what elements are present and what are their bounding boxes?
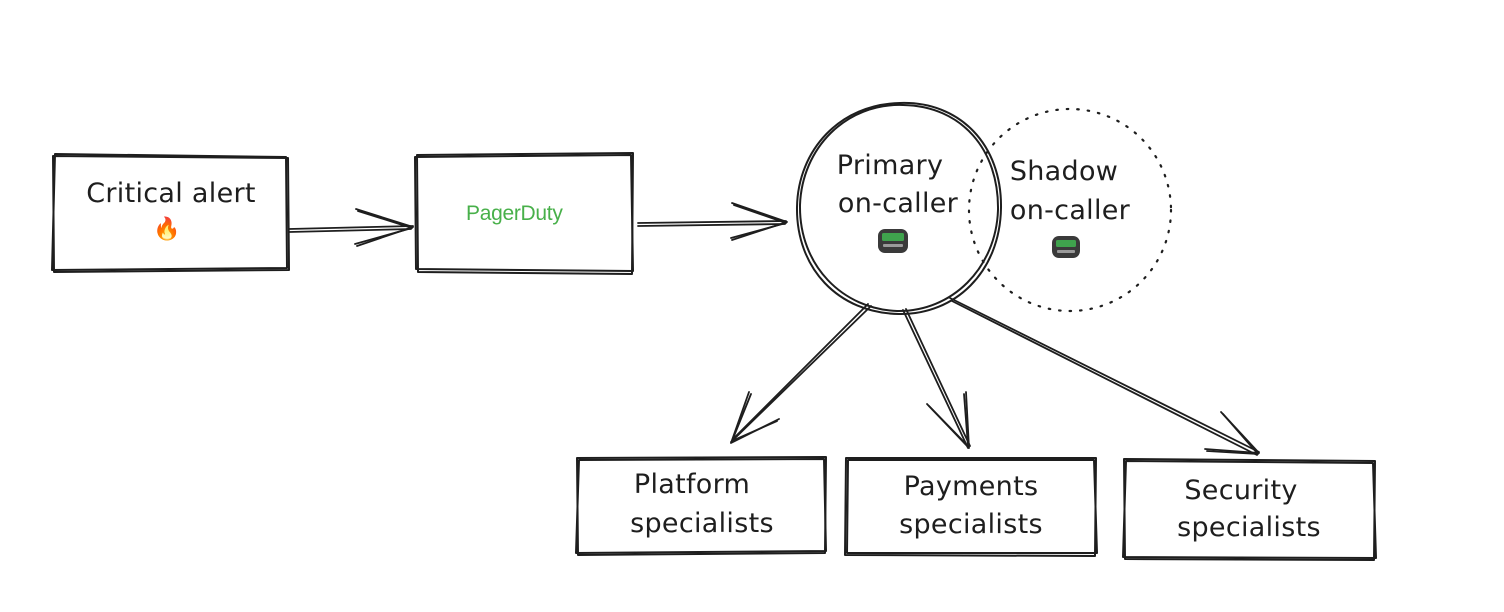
arrow-primary-to-security: [949, 297, 1260, 456]
primary-on-caller-circle: [795, 101, 1003, 316]
primary-label-line2: on-caller: [837, 188, 959, 219]
payments-label-line1: Payments: [903, 471, 1039, 502]
arrow-primary-to-payments: [902, 308, 971, 449]
shadow-label-line2: on-caller: [1009, 195, 1131, 226]
pagerduty-box: [414, 152, 634, 275]
primary-label-line1: Primary: [836, 150, 944, 181]
arrow-pagerduty-to-primary: [637, 202, 788, 241]
critical-alert-label: Critical alert: [86, 178, 256, 209]
security-box: [1122, 458, 1377, 561]
pagerduty-logo: PagerDuty: [466, 202, 563, 225]
shadow-label-line1: Shadow: [1009, 156, 1119, 187]
security-label-line1: Security: [1184, 475, 1298, 506]
shadow-on-caller-circle: [967, 107, 1173, 313]
payments-box: [844, 457, 1098, 557]
pager-icon: [878, 229, 908, 253]
pager-icon: [1052, 236, 1080, 258]
fire-icon: 🔥: [153, 217, 181, 242]
payments-label-line2: specialists: [899, 509, 1043, 540]
arrow-primary-to-platform: [730, 303, 872, 444]
platform-label-line2: specialists: [630, 508, 774, 539]
platform-box: [575, 456, 827, 556]
security-label-line2: specialists: [1177, 512, 1321, 543]
critical-alert-box: [51, 153, 290, 273]
platform-label-line1: Platform: [633, 469, 751, 500]
arrow-critical-to-pagerduty: [288, 208, 414, 247]
